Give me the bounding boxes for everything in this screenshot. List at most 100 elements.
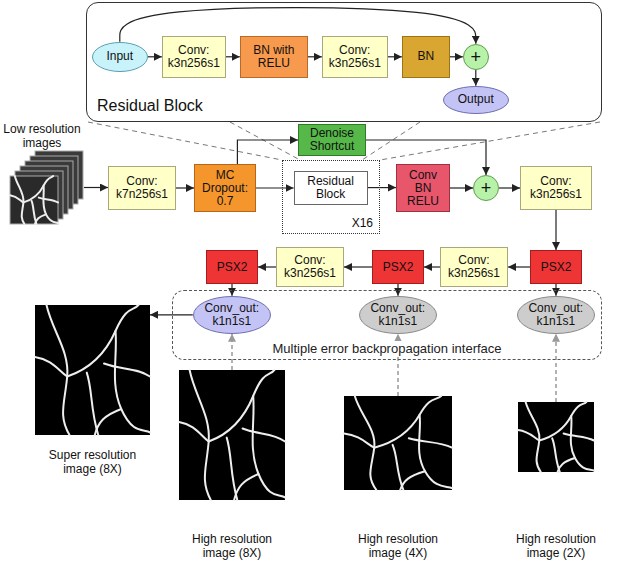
block-label: Output	[449, 93, 502, 106]
block-label: Conv: k3n256s1	[444, 254, 504, 280]
vessel-picture	[344, 396, 452, 490]
vessel-picture	[518, 402, 594, 472]
conv-box: Conv: k7n256s1	[108, 166, 176, 210]
block-label: Conv: k3n256s1	[524, 175, 588, 201]
flow-arrow	[555, 210, 556, 250]
flow-arrow	[388, 56, 402, 57]
dropout-box: MC Dropout: 0.7	[194, 164, 256, 212]
image-caption: Low resolution images	[2, 122, 82, 150]
low-resolution-stack	[10, 151, 83, 224]
image-panel: High resolution image (2X)	[518, 402, 594, 472]
block-label: MC Dropout: 0.7	[198, 169, 252, 208]
image-panel: High resolution image (4X)	[344, 396, 452, 490]
conv-box: Conv: k3n256s1	[162, 36, 226, 78]
flow-arrow	[344, 266, 372, 267]
image-frame	[518, 402, 594, 472]
block-label: Conv: k7n256s1	[112, 175, 172, 201]
block-label: +	[463, 48, 489, 66]
shape-fill	[92, 42, 147, 71]
flow-arrow	[226, 56, 240, 57]
sum-circle: +	[473, 175, 499, 201]
image-caption: High resolution image (2X)	[500, 532, 612, 560]
vessel-picture	[179, 370, 285, 500]
sum-circle: +	[463, 44, 489, 70]
zoom-guide	[230, 122, 300, 160]
image-caption: Super resolution image (8X)	[37, 448, 149, 476]
block-label: Residual Block	[298, 175, 364, 201]
shape-fill	[359, 296, 436, 333]
flow-arrow	[475, 70, 476, 86]
flow-arrow	[368, 187, 396, 188]
zoom-guide	[380, 122, 600, 160]
block-label: PSX2	[210, 261, 254, 274]
flow-arrow	[256, 187, 294, 188]
flow-arrow	[176, 187, 194, 188]
block-label: Conv_out: k1n1s1	[525, 302, 587, 328]
flow-arrow	[499, 187, 520, 188]
image-slice	[10, 176, 58, 224]
shape-fill	[443, 86, 508, 113]
zoom-guide	[88, 122, 282, 160]
interface-frame: Multiple error backpropagation interface…	[172, 290, 602, 360]
block-label: PSX2	[534, 261, 578, 274]
image-frame	[344, 396, 452, 490]
flow-arrow	[258, 266, 276, 267]
denoise-box: Denoise Shortcut	[298, 124, 366, 156]
block-label: Denoise Shortcut	[302, 127, 362, 153]
block-label: Conv_out: k1n1s1	[367, 302, 429, 328]
supervision-arrow	[231, 334, 233, 370]
residual-block-panel: Residual Block Input Conv: k3n256s1 BN with…	[86, 2, 602, 122]
shape-fill	[193, 296, 270, 333]
block-label: Conv_out: k1n1s1	[201, 302, 263, 328]
flow-arrow	[450, 187, 473, 188]
group-heading: X16	[352, 216, 373, 230]
zoom-guides	[88, 122, 600, 160]
flow-arrow	[508, 266, 530, 267]
vessel-picture	[10, 176, 58, 224]
group-heading: Multiple error backpropagation interface	[269, 341, 504, 356]
output-ellipse: Output	[443, 86, 509, 114]
vessel-picture	[35, 305, 150, 435]
block-label: BN with RELU	[244, 44, 304, 70]
block-label: Conv: k3n256s1	[326, 44, 384, 70]
block-label: BN	[406, 50, 446, 63]
conv-box: Conv: k3n256s1	[520, 166, 592, 210]
input-ellipse: Input	[92, 42, 148, 72]
bn-box: BN	[402, 36, 450, 78]
conv-box: Conv: k3n256s1	[276, 247, 344, 287]
conv-box: Conv: k3n256s1	[322, 36, 388, 78]
output-ellipse: Conv_out: k1n1s1	[193, 296, 271, 334]
shape-fill	[474, 176, 499, 201]
block-label: Input	[97, 50, 142, 63]
supervision-arrow	[555, 334, 557, 402]
bn-relu-box: BN with RELU	[240, 36, 308, 78]
image-frame	[179, 370, 285, 500]
residual-box: Residual Block	[294, 171, 368, 205]
image-panel: Super resolution image (8X)	[35, 305, 150, 435]
flow-arrow	[450, 56, 463, 57]
pixel-shuffle-box: PSX2	[530, 250, 582, 284]
output-ellipse: Conv_out: k1n1s1	[517, 296, 595, 334]
flow-arrow	[148, 56, 162, 57]
shape-fill	[463, 44, 488, 69]
block-label: PSX2	[376, 261, 420, 274]
group-heading: Residual Block	[97, 97, 203, 115]
block-label: Conv: k3n256s1	[166, 44, 222, 70]
flow-arrow	[84, 187, 108, 188]
flow-arrow	[308, 56, 322, 57]
block-label: Conv: k3n256s1	[280, 254, 340, 280]
block-label: Conv BN RELU	[400, 169, 446, 208]
image-stack: Low resolution images	[10, 151, 84, 224]
pixel-shuffle-box: PSX2	[372, 250, 424, 284]
pixel-shuffle-box: PSX2	[206, 250, 258, 284]
image-caption: High resolution image (8X)	[176, 532, 288, 560]
shape-fill	[517, 296, 594, 333]
flow-arrow	[424, 266, 440, 267]
image-frame	[35, 305, 150, 435]
output-ellipse: Conv_out: k1n1s1	[359, 296, 437, 334]
block-label: +	[473, 179, 499, 197]
conv-bn-relu-box: Conv BN RELU	[396, 164, 450, 212]
repeat-frame: X16 Residual Block	[282, 160, 380, 234]
image-panel: High resolution image (8X)	[179, 370, 285, 500]
